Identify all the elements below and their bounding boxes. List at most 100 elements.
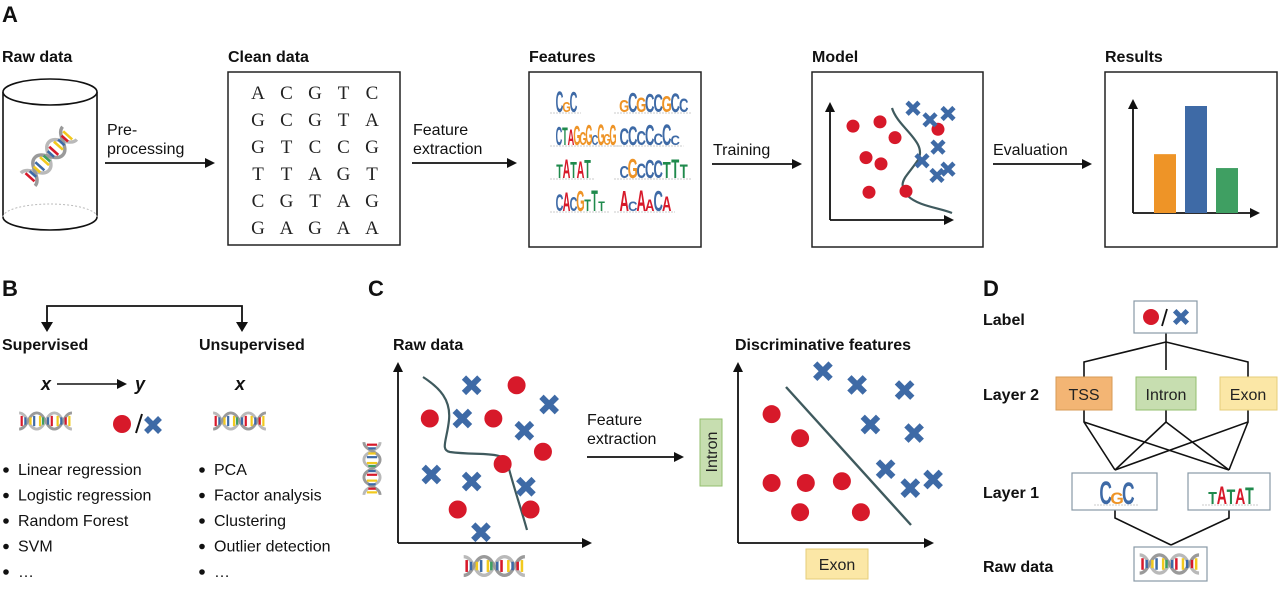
discriminative-features-title: Discriminative features bbox=[735, 337, 911, 354]
motif-base: A bbox=[577, 156, 585, 183]
supervised-x-var: x bbox=[40, 374, 52, 394]
method-item: Linear regression bbox=[18, 462, 142, 479]
features-title: Features bbox=[529, 49, 596, 66]
exon-axis-label: Exon bbox=[805, 548, 869, 580]
result-bar bbox=[1216, 168, 1238, 213]
motif-base: T bbox=[680, 162, 688, 183]
sequence-base: A bbox=[251, 83, 265, 104]
feature-extraction-label-1: Feature bbox=[413, 122, 468, 139]
motif-base: C bbox=[654, 185, 663, 217]
cross-point bbox=[849, 377, 864, 392]
layer2-node-intron: Intron bbox=[1135, 376, 1197, 411]
motif-base: C bbox=[620, 163, 629, 182]
exon-axis-text: Exon bbox=[819, 557, 855, 574]
unsupervised-dna-icon bbox=[211, 411, 268, 431]
motif-base: T bbox=[562, 124, 568, 152]
bullet-icon bbox=[199, 569, 205, 575]
network-connections bbox=[1083, 333, 1249, 546]
c-feature-extraction-label-1: Feature bbox=[587, 412, 642, 429]
motif-base: A bbox=[563, 154, 571, 184]
clean-data-box bbox=[227, 71, 401, 246]
sequence-base: G bbox=[365, 191, 379, 212]
unsupervised-arrowhead bbox=[236, 322, 248, 332]
motif-logo: CGC bbox=[550, 85, 581, 119]
raw-data-title: Raw data bbox=[2, 49, 72, 66]
sequence-base: T bbox=[281, 137, 293, 158]
motif-base: T bbox=[663, 157, 671, 183]
bullet-icon bbox=[3, 492, 9, 499]
method-item: Outlier detection bbox=[214, 539, 331, 556]
unsupervised-title: Unsupervised bbox=[199, 337, 305, 354]
motif-base: C bbox=[654, 132, 664, 150]
motif-base: G bbox=[1110, 489, 1124, 507]
motif-base: G bbox=[619, 97, 629, 116]
motif-base: G bbox=[573, 121, 580, 152]
sequence-base: A bbox=[365, 218, 379, 239]
circle-point bbox=[791, 503, 810, 522]
cross-point bbox=[878, 462, 893, 477]
cross-point bbox=[473, 525, 488, 540]
circle-point bbox=[851, 503, 870, 522]
motif-base: C bbox=[556, 189, 564, 216]
row-label-layer1: Layer 1 bbox=[983, 485, 1039, 502]
bullet-icon bbox=[3, 518, 9, 524]
layer1-node-motif-1: CGC bbox=[1071, 472, 1158, 512]
method-item: Logistic regression bbox=[18, 488, 151, 505]
row-label-raw-data: Raw data bbox=[983, 559, 1053, 576]
method-item: Clustering bbox=[214, 513, 286, 530]
circle-point bbox=[899, 184, 913, 198]
database-cylinder-icon bbox=[2, 78, 98, 231]
sequence-base: G bbox=[337, 164, 351, 185]
motif-base: T bbox=[570, 157, 577, 183]
motif-base: C bbox=[570, 193, 578, 216]
sequence-base: A bbox=[337, 218, 351, 239]
layer2-node-exon: Exon bbox=[1219, 376, 1278, 411]
training-label: Training bbox=[713, 142, 770, 159]
motif-base: C bbox=[1099, 477, 1112, 512]
motif-base: A bbox=[563, 189, 571, 218]
sequence-base: G bbox=[365, 137, 379, 158]
sequence-base: T bbox=[366, 164, 378, 185]
sequence-base: G bbox=[308, 218, 322, 239]
sequence-base: C bbox=[280, 110, 293, 131]
cross-point bbox=[455, 411, 470, 426]
output-label-node bbox=[1133, 300, 1198, 334]
feature-extraction-label-2: extraction bbox=[413, 141, 482, 158]
bullet-icon bbox=[3, 569, 9, 575]
circle-point bbox=[859, 151, 873, 165]
motif-base: A bbox=[662, 192, 672, 216]
unsupervised-x-var: x bbox=[234, 374, 246, 394]
method-item: … bbox=[18, 564, 34, 581]
sequence-base: A bbox=[280, 218, 294, 239]
sequence-base: G bbox=[251, 218, 265, 239]
sequence-base: T bbox=[309, 191, 321, 212]
sequence-base: T bbox=[252, 164, 264, 185]
model-decision-boundary bbox=[890, 107, 953, 215]
cross-point bbox=[424, 467, 439, 482]
motif-base: A bbox=[1217, 483, 1227, 510]
cross-point bbox=[518, 479, 533, 494]
preprocessing-label-2: processing bbox=[107, 141, 184, 158]
raw-data-axes bbox=[393, 362, 592, 548]
raw-data-plot-title: Raw data bbox=[393, 337, 463, 354]
cross-point bbox=[464, 474, 479, 489]
panel-c-letter: C bbox=[368, 276, 384, 301]
motif-base: G bbox=[576, 186, 584, 218]
circle-point bbox=[874, 157, 888, 171]
preprocessing-label-1: Pre- bbox=[107, 122, 137, 139]
motif-base: T bbox=[598, 199, 605, 215]
method-item: PCA bbox=[214, 462, 247, 479]
sequence-base: A bbox=[337, 191, 351, 212]
motif-base: T bbox=[1245, 483, 1254, 510]
motif-base: T bbox=[584, 196, 591, 215]
sequence-base: C bbox=[309, 137, 322, 158]
motif-base: C bbox=[654, 91, 663, 118]
sequence-base: T bbox=[338, 83, 350, 104]
method-item: Factor analysis bbox=[214, 488, 322, 505]
evaluation-label: Evaluation bbox=[993, 142, 1068, 159]
method-item: … bbox=[214, 564, 230, 581]
motif-base: C bbox=[645, 155, 655, 184]
